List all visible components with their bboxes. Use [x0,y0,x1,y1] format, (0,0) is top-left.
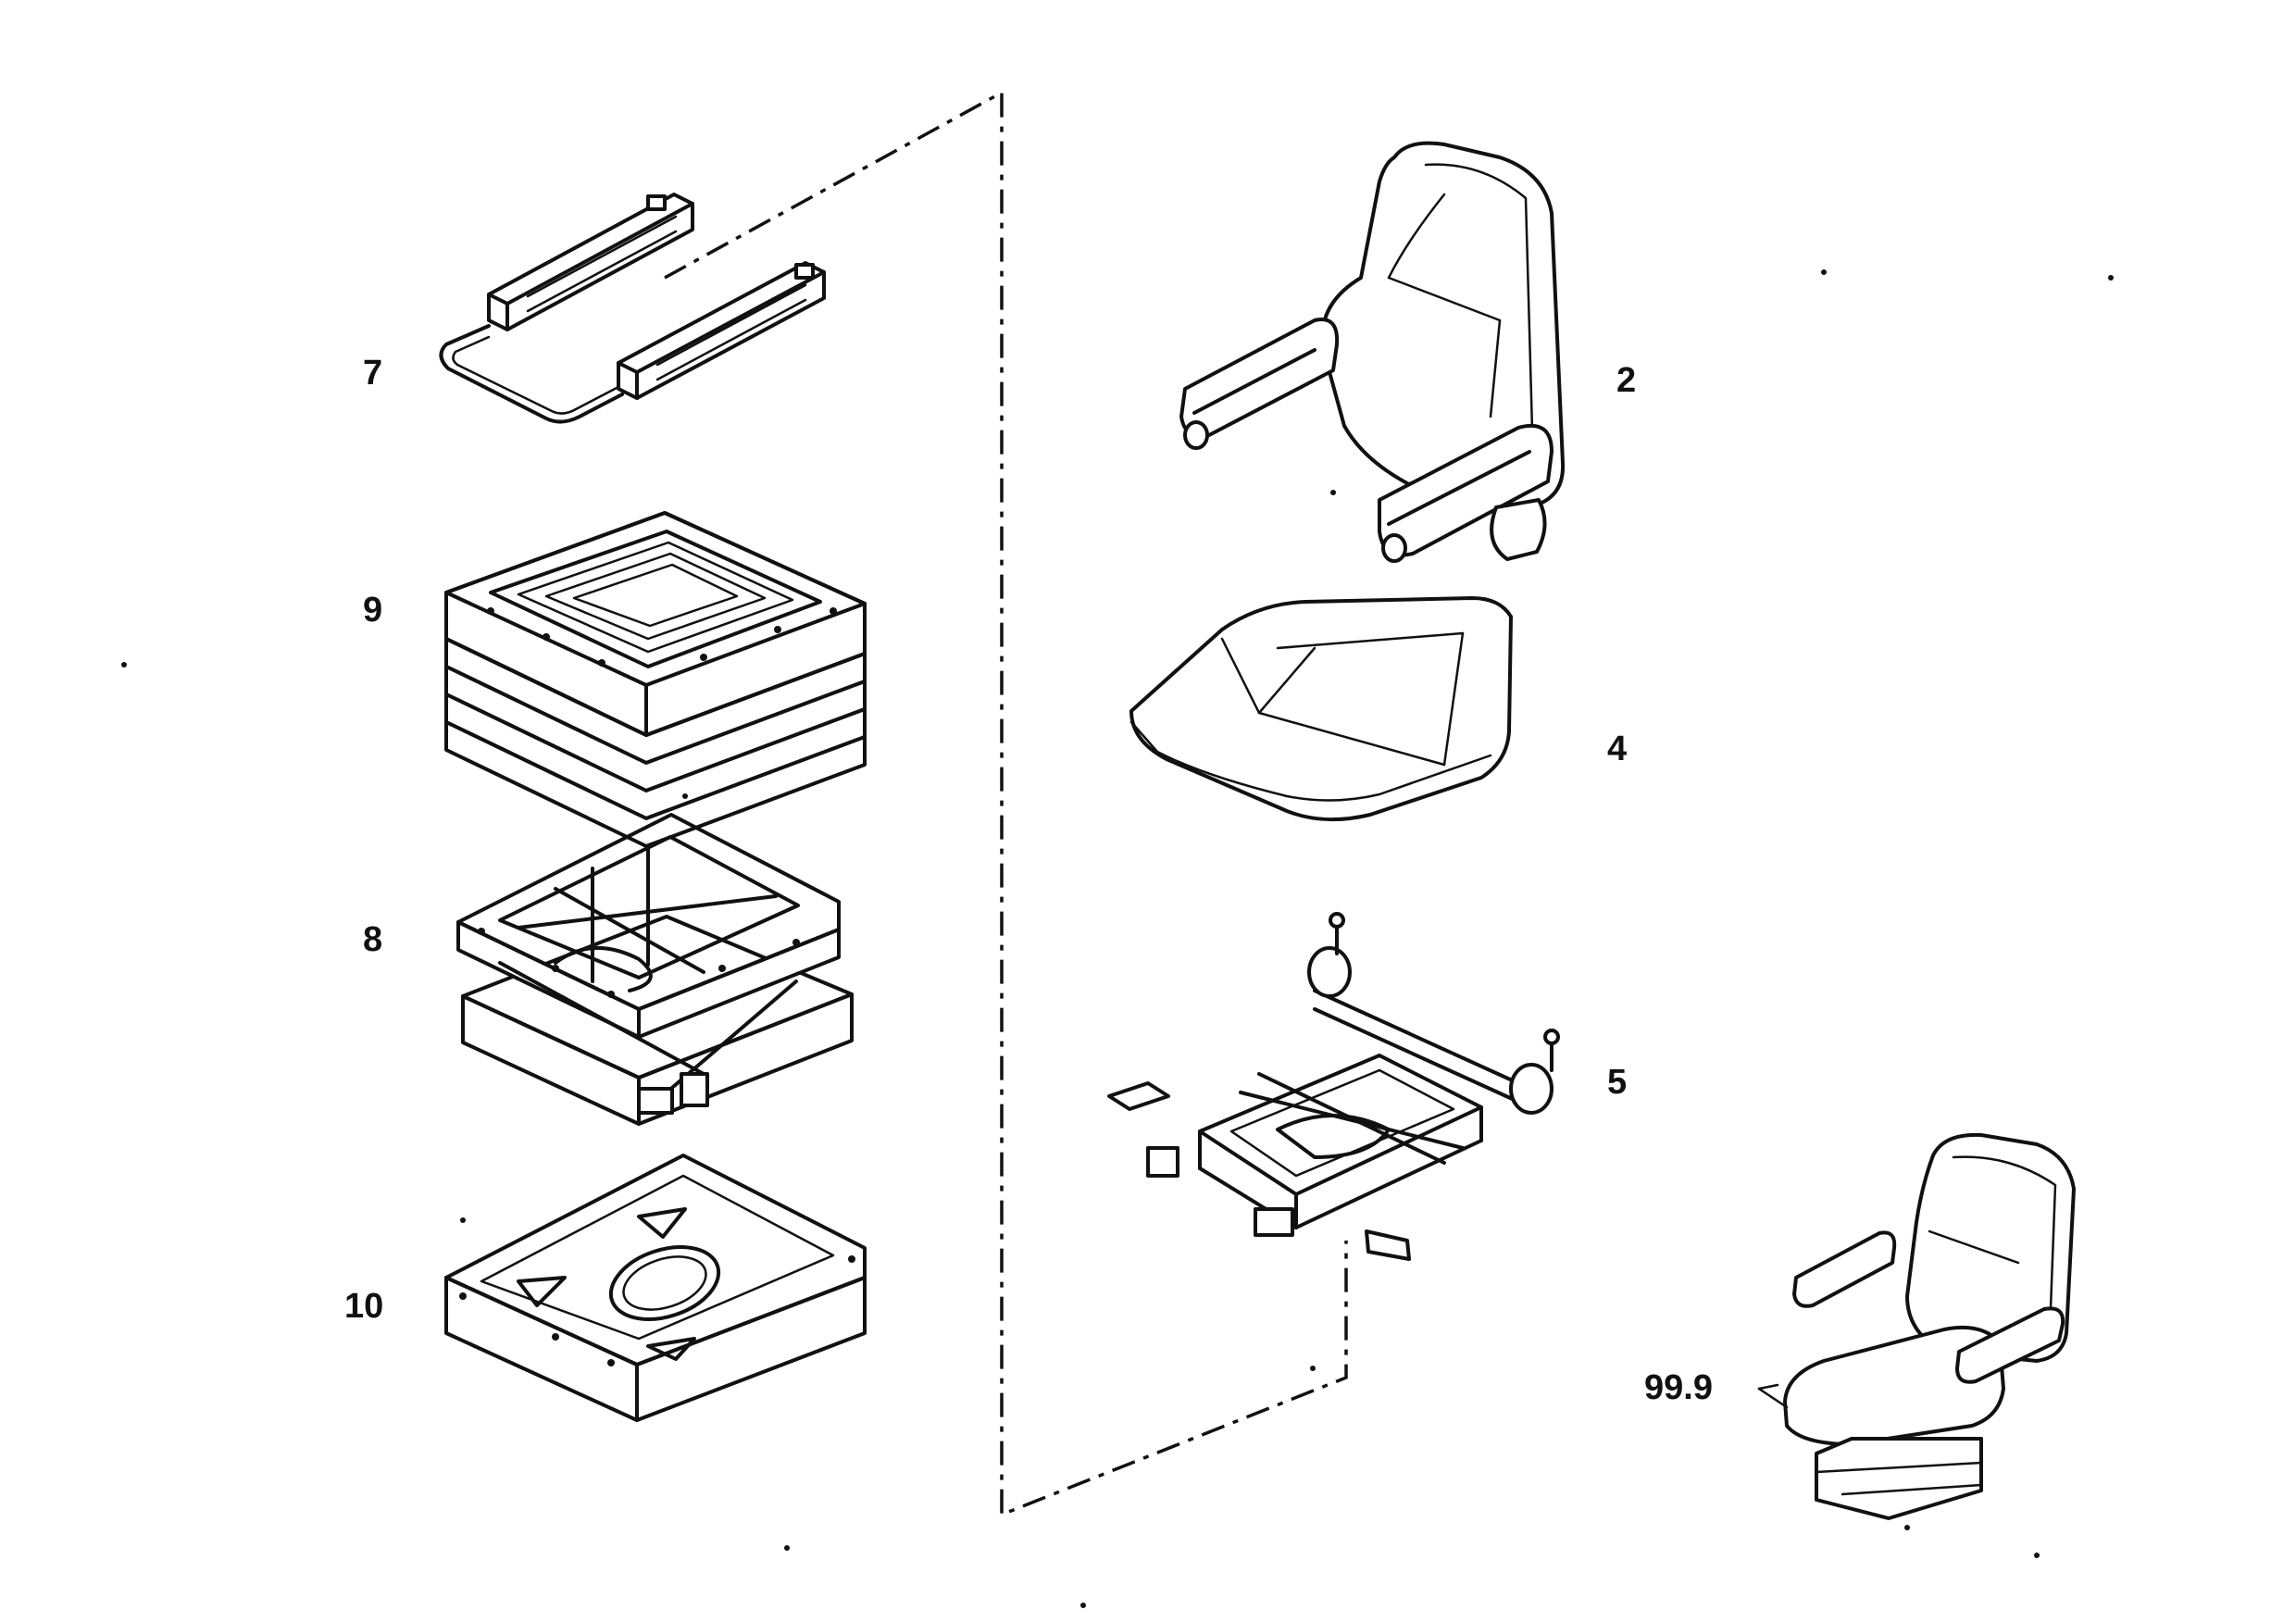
assembly-boundary-line [664,90,1348,1517]
callout-5: 5 [1607,1063,1628,1102]
base-plate-icon [444,1154,867,1422]
callout-4: 4 [1607,730,1628,768]
seat-cushion-icon [1129,596,1513,822]
scan-speck-dots [121,269,2114,1608]
suspension-bellows-icon [444,511,867,848]
complete-seat-assembly-icon [1757,1132,2076,1520]
seat-slide-rails-icon [439,193,826,424]
callout-9: 9 [363,591,383,630]
callout-7: 7 [363,354,383,393]
callout-2: 2 [1616,361,1637,400]
callout-8: 8 [363,920,383,959]
callout-10: 10 [344,1287,384,1326]
seat-pan-frame-icon [1107,912,1560,1261]
seat-backrest-with-armrests-icon [1179,141,1566,563]
callout-99-9: 99.9 [1644,1368,1713,1407]
scissor-suspension-frame-icon [456,813,854,1126]
